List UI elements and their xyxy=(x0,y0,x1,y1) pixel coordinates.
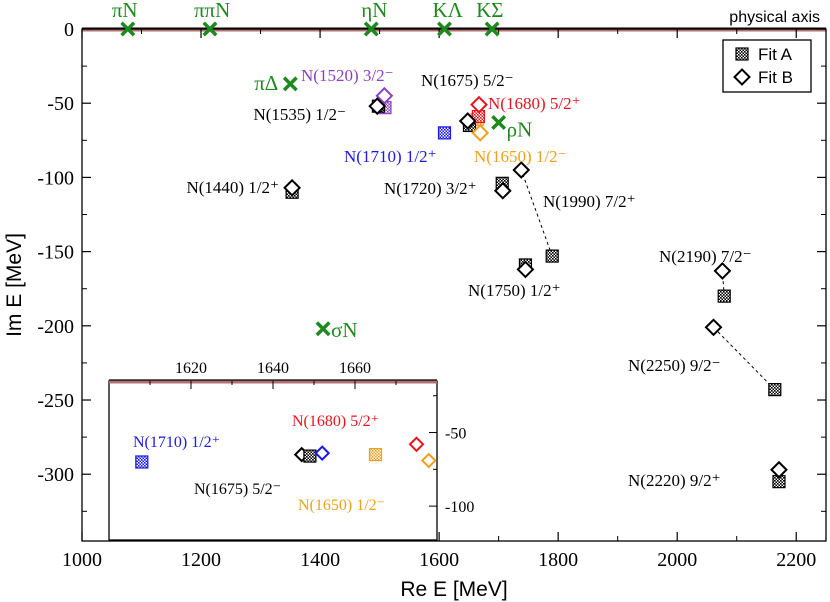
pole-fit-a-n-2190-7-2 xyxy=(717,289,731,303)
threshold-marker-n xyxy=(363,21,379,37)
inset-y-tick-label: -100 xyxy=(445,499,474,516)
threshold-marker-n xyxy=(491,115,507,130)
pole-fit-a-n-1710-1-2 xyxy=(437,126,452,140)
inset-label-n-1675-5-2: N(1675) 5/2⁻ xyxy=(194,481,281,498)
legend: Fit A Fit B xyxy=(722,39,812,93)
inset-point-n-1650-1-2 xyxy=(420,452,437,469)
resonance-label-n-2190-7-2: N(2190) 7/2⁻ xyxy=(659,247,752,266)
resonance-label-n-1710-1-2: N(1710) 1/2⁺ xyxy=(344,147,437,166)
threshold-label-k: KΛ xyxy=(432,0,463,22)
pole-fit-b-n-1750-1-2 xyxy=(516,260,535,279)
y-tick-label: -100 xyxy=(37,167,74,189)
pole-fit-b-n-1675-5-2 xyxy=(458,112,477,130)
inset-point-n-1675-5-2 xyxy=(303,449,317,463)
pole-connector-n-1990-7-2 xyxy=(520,169,553,257)
resonance-label-n-1990-7-2: N(1990) 7/2⁺ xyxy=(543,192,636,211)
resonance-label-n-1720-3-2: N(1720) 3/2⁺ xyxy=(384,179,477,198)
pole-connector-n-2190-7-2 xyxy=(721,270,725,297)
pole-fit-a-n-2250-9-2 xyxy=(768,383,782,397)
threshold-marker-n xyxy=(315,321,331,337)
threshold-label-n: ππN xyxy=(194,0,230,22)
x-tick-label: 2200 xyxy=(776,549,816,571)
pole-fit-b-n-1650-1-2 xyxy=(471,123,490,142)
physical-axis-label: physical axis xyxy=(729,9,820,26)
resonance-label-n-1675-5-2: N(1675) 5/2⁻ xyxy=(421,71,514,90)
pole-fit-b-n-1990-7-2 xyxy=(512,161,531,179)
threshold-label-n: σN xyxy=(331,318,358,342)
pole-fit-a-n-1990-7-2 xyxy=(545,249,559,263)
y-tick-label: -300 xyxy=(37,464,74,486)
resonance-label-n-1680-5-2: N(1680) 5/2⁺ xyxy=(488,94,581,113)
legend-marker-square xyxy=(735,47,749,61)
pole-fit-b-n-1680-5-2 xyxy=(470,95,488,114)
x-tick-label: 1200 xyxy=(181,549,221,571)
inset-panel: 1620 1640 1660 -50 -100 N(1710) 1/2⁺ N(1680) 5… xyxy=(108,360,474,541)
y-tick-label: -250 xyxy=(37,390,74,412)
inset-point-n-1650-1-2 xyxy=(368,448,383,462)
threshold-label-: πΔ xyxy=(254,71,278,95)
resonance-label-n-1520-3-2: N(1520) 3/2⁻ xyxy=(301,66,394,85)
threshold-marker-n xyxy=(120,21,136,37)
inset-x-tick-label: 1660 xyxy=(339,360,371,377)
threshold-marker-k xyxy=(484,21,500,37)
pole-fit-b-n-1535-1-2 xyxy=(368,97,387,116)
x-tick-label: 2000 xyxy=(657,549,697,571)
threshold-label-n: ρN xyxy=(507,117,533,141)
pole-fit-b-n-2250-9-2 xyxy=(704,318,723,337)
inset-x-tick-label: 1640 xyxy=(257,360,289,377)
threshold-label-n: πN xyxy=(112,0,138,22)
threshold-label-k: KΣ xyxy=(476,0,503,22)
inset-point-n-1680-5-2 xyxy=(408,436,425,453)
resonance-label-n-1750-1-2: N(1750) 1/2⁺ xyxy=(468,281,561,300)
x-tick-label: 1800 xyxy=(538,549,578,571)
x-tick-label: 1000 xyxy=(62,549,102,571)
inset-frame xyxy=(108,380,438,541)
pole-fit-b-n-1440-1-2 xyxy=(283,178,302,197)
threshold-marker- xyxy=(282,76,298,92)
y-tick-label: 0 xyxy=(64,19,74,41)
y-axis-title: Im E [MeV] xyxy=(3,233,26,337)
inset-label-n-1680-5-2: N(1680) 5/2⁺ xyxy=(292,413,379,430)
x-tick-label: 1400 xyxy=(300,549,340,571)
y-tick-label: -150 xyxy=(37,242,74,264)
inset-y-tick-label: -50 xyxy=(445,426,466,443)
resonance-label-n-1440-1-2: N(1440) 1/2⁺ xyxy=(186,178,279,197)
legend-label-fit-a: Fit A xyxy=(758,45,793,64)
legend-label-fit-b: Fit B xyxy=(758,68,793,87)
x-axis-title: Re E [MeV] xyxy=(400,578,507,601)
resonance-label-n-1650-1-2: N(1650) 1/2⁻ xyxy=(474,147,567,166)
resonance-label-n-2220-9-2: N(2220) 9/2⁺ xyxy=(628,471,721,490)
resonance-label-n-1535-1-2: N(1535) 1/2⁻ xyxy=(253,105,346,124)
legend-marker-diamond xyxy=(733,68,751,86)
resonance-label-n-2250-9-2: N(2250) 9/2⁻ xyxy=(628,356,721,375)
pole-connector-n-2250-9-2 xyxy=(713,326,776,390)
x-tick-label: 1600 xyxy=(419,549,459,571)
y-tick-label: -200 xyxy=(37,316,74,338)
threshold-label-n: ηN xyxy=(361,0,387,22)
pole-fit-b-n-1520-3-2 xyxy=(375,86,394,105)
inset-label-n-1710-1-2: N(1710) 1/2⁺ xyxy=(133,434,220,451)
inset-label-n-1650-1-2: N(1650) 1/2⁻ xyxy=(298,497,385,514)
threshold-marker-n xyxy=(202,21,218,37)
pole-fit-b-n-2190-7-2 xyxy=(713,261,732,280)
inset-point-n-1675-5-2 xyxy=(314,445,331,462)
plot-frame xyxy=(81,28,827,542)
inset-point-n-1710-1-2 xyxy=(135,455,149,469)
pole-fit-b-n-2220-9-2 xyxy=(770,460,788,479)
pole-fit-b-n-1720-3-2 xyxy=(493,181,512,200)
y-tick-label: -50 xyxy=(47,93,74,115)
inset-x-tick-label: 1620 xyxy=(175,360,207,377)
threshold-marker-k xyxy=(437,21,452,37)
